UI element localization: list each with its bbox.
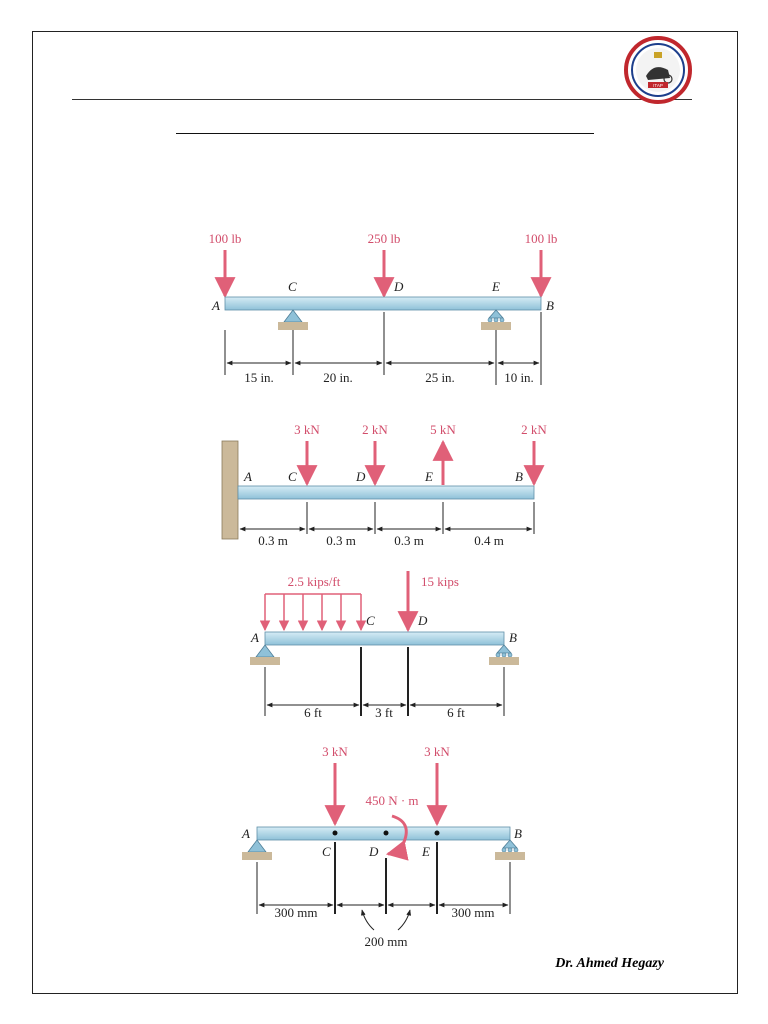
b2-label-d: D	[355, 469, 366, 484]
b4-roller-support	[495, 839, 525, 860]
author-signature: Dr. Ahmed Hegazy	[555, 956, 664, 971]
b4-dim-3: 200 mm	[365, 934, 408, 949]
b2-load-c: 3 kN	[294, 422, 320, 437]
b1-load-d: 250 lb	[368, 231, 401, 246]
b2-label-e: E	[424, 469, 433, 484]
beam-2: 3 kN 2 kN 5 kN 2 kN A C D E B 0.3 m 0.3 …	[221, 422, 547, 548]
b1-label-b: B	[546, 298, 554, 313]
b3-dim-1: 6 ft	[304, 705, 322, 720]
b2-dim-4: 0.4 m	[474, 533, 504, 548]
b4-point-e	[434, 830, 440, 836]
b2-dimensions	[239, 502, 535, 534]
b1-label-d: D	[393, 279, 404, 294]
b4-beam	[256, 826, 511, 841]
page-frame	[32, 31, 738, 994]
b3-label-d: D	[417, 613, 428, 628]
b2-load-d: 2 kN	[362, 422, 388, 437]
b4-dimensions	[256, 842, 511, 931]
b3-label-a: A	[250, 630, 259, 645]
b1-dim-3: 25 in.	[425, 370, 455, 385]
b1-dim-1: 15 in.	[244, 370, 274, 385]
b4-moment-arrow	[385, 814, 409, 861]
b2-beam	[237, 485, 535, 500]
b3-distributed-load	[259, 593, 367, 632]
b1-load-a: 100 lb	[209, 231, 242, 246]
beam-1: 100 lb 250 lb 100 lb A C D E B	[209, 231, 558, 385]
b3-label-b: B	[509, 630, 517, 645]
b4-dim-2: 300 mm	[452, 905, 495, 920]
b2-load-e: 5 kN	[430, 422, 456, 437]
b3-load-distributed: 2.5 kips/ft	[288, 574, 341, 589]
b1-pin-support	[278, 309, 308, 330]
b3-label-c: C	[366, 613, 375, 628]
b3-beam	[264, 631, 505, 646]
b4-label-e: E	[421, 844, 430, 859]
b2-fixed-wall	[221, 440, 239, 540]
header-rule	[72, 99, 692, 100]
b3-dim-3: 6 ft	[447, 705, 465, 720]
b1-label-e: E	[491, 279, 500, 294]
b3-dim-2: 3 ft	[375, 705, 393, 720]
b2-label-b: B	[515, 469, 523, 484]
b4-pin-support	[242, 839, 272, 860]
b4-load-e: 3 kN	[424, 744, 450, 759]
b1-label-a: A	[211, 298, 220, 313]
b4-dim-1: 300 mm	[275, 905, 318, 920]
b1-dim-4: 10 in.	[504, 370, 534, 385]
b4-load-c: 3 kN	[322, 744, 348, 759]
b2-dim-1: 0.3 m	[258, 533, 288, 548]
b3-load-d: 15 kips	[421, 574, 459, 589]
b1-beam	[224, 296, 542, 311]
b2-load-b: 2 kN	[521, 422, 547, 437]
b3-roller-support	[489, 644, 519, 665]
b1-label-c: C	[288, 279, 297, 294]
b2-label-a: A	[243, 469, 252, 484]
b2-dim-3: 0.3 m	[394, 533, 424, 548]
b4-label-c: C	[322, 844, 331, 859]
b4-moment-label: 450 N · m	[365, 793, 418, 808]
beam-4: 3 kN 3 kN 450 N · m A C D E B	[241, 744, 525, 949]
b4-label-a: A	[241, 826, 250, 841]
beam-3: 2.5 kips/ft 15 kips A C D B	[250, 571, 519, 720]
b4-point-c	[332, 830, 338, 836]
b3-pin-support	[250, 644, 280, 665]
title-underline	[176, 133, 594, 134]
b4-point-d	[383, 830, 389, 836]
b2-dim-2: 0.3 m	[326, 533, 356, 548]
b3-dimensions	[264, 647, 505, 716]
logo-text: ITAP	[653, 83, 663, 88]
b1-dim-2: 20 in.	[323, 370, 353, 385]
b1-dimensions	[224, 312, 542, 385]
b4-label-b: B	[514, 826, 522, 841]
b4-label-d: D	[368, 844, 379, 859]
b2-label-c: C	[288, 469, 297, 484]
b1-load-b: 100 lb	[525, 231, 558, 246]
university-logo: ITAP	[624, 36, 692, 104]
b1-roller-support	[481, 309, 511, 330]
